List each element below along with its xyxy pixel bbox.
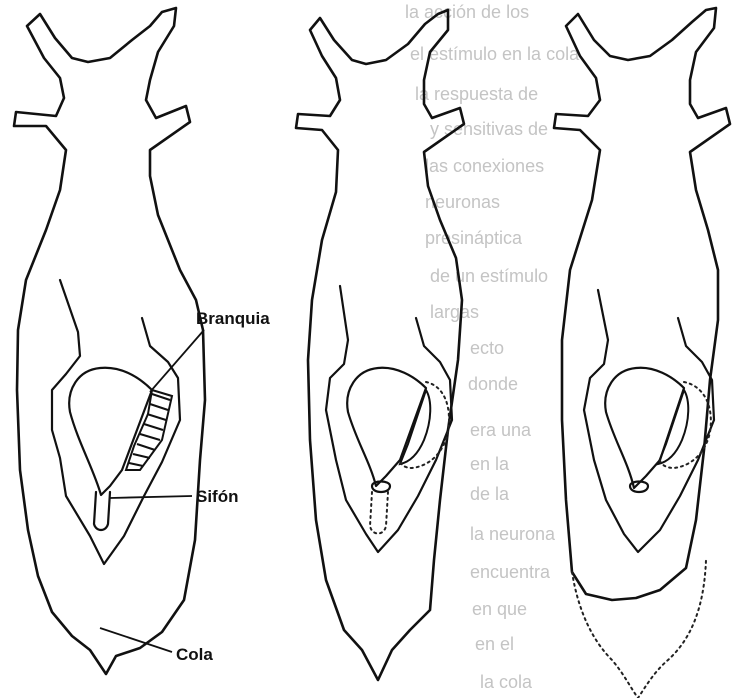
gill-label: Branquia <box>196 309 270 328</box>
siphon-label: Sifón <box>196 487 239 506</box>
ghost-line-10: ecto <box>470 338 504 358</box>
ghost-line-17: en que <box>472 599 527 619</box>
ghost-line-11: donde <box>468 374 518 394</box>
gill-fill <box>658 390 688 464</box>
panel-siphon-tail-withdrawn <box>554 8 730 698</box>
mantle-outline <box>326 286 452 552</box>
siphon <box>94 492 110 530</box>
gill-stripe <box>147 414 166 420</box>
tail-label: Cola <box>176 645 213 664</box>
body-outline <box>296 10 464 680</box>
panel-siphon-withdrawn <box>296 10 464 680</box>
siphon-withdrawn <box>372 482 390 493</box>
gill-stripe <box>144 424 163 430</box>
ghost-line-14: de la <box>470 484 510 504</box>
ghost-line-8: de un estímulo <box>430 266 548 286</box>
tail-extended-outline <box>572 560 706 698</box>
gill-stripe <box>140 434 160 440</box>
ghost-line-3: la respuesta de <box>415 84 538 104</box>
ghost-line-12: era una <box>470 420 532 440</box>
gill-stripe <box>150 404 168 410</box>
ghost-line-19: la cola <box>480 672 533 692</box>
gill-leader-line <box>150 330 204 392</box>
ghost-line-7: presináptica <box>425 228 523 248</box>
gill-stripe <box>133 454 150 458</box>
ghost-line-9: largas <box>430 302 479 322</box>
gill-stripe <box>129 463 143 466</box>
siphon-extended-outline <box>370 492 388 534</box>
body-outline <box>14 8 205 674</box>
mantle-outline <box>584 290 714 552</box>
ghost-line-1: la acción de los <box>405 2 529 22</box>
gill-fill <box>400 390 430 464</box>
body-outline <box>554 8 730 600</box>
siphon-leader-line <box>110 496 192 498</box>
ghost-line-15: la neurona <box>470 524 556 544</box>
panel-relaxed: Branquia Sifón Cola <box>14 8 270 674</box>
ghost-line-16: encuentra <box>470 562 551 582</box>
mantle-outline <box>52 280 180 564</box>
gill-stripe <box>137 444 155 450</box>
ghost-line-18: en el <box>475 634 514 654</box>
ghost-line-5: las conexiones <box>425 156 544 176</box>
ghost-line-13: en la <box>470 454 510 474</box>
